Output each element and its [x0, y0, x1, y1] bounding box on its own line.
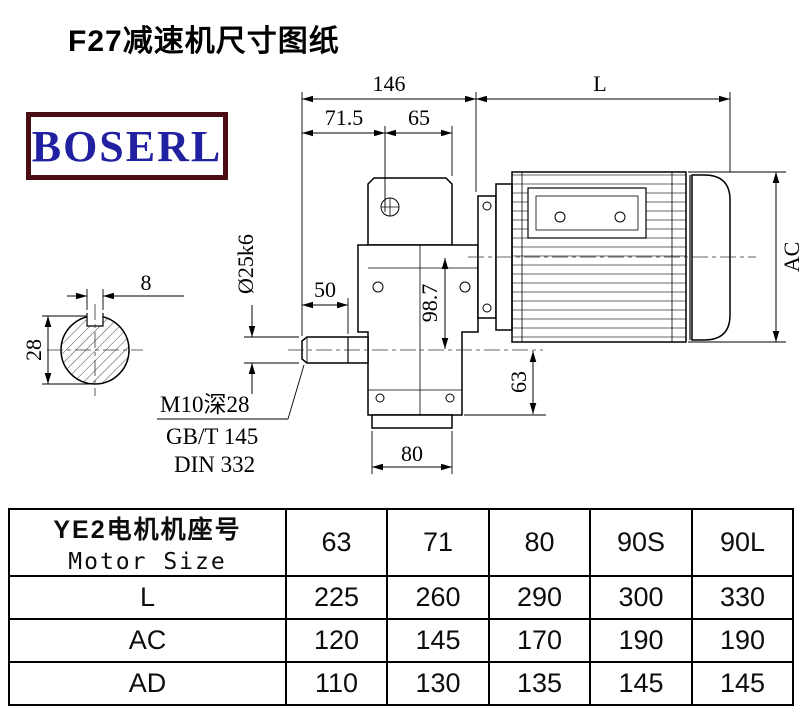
size-column-90S: 90S: [589, 508, 693, 577]
table-cell: 145: [386, 618, 490, 663]
dim-146-label: 146: [373, 71, 406, 96]
table-cell: 145: [691, 661, 794, 706]
dim-80-label: 80: [401, 441, 423, 466]
dim-63-label: 63: [506, 371, 531, 393]
keyway-width-dimension: 8: [67, 270, 184, 310]
table-cell: 110: [285, 661, 388, 706]
table-cell: 120: [285, 618, 388, 663]
flange-bolt: [482, 201, 492, 211]
dim-shaft-diameter-label: Ø25k6: [233, 234, 258, 294]
boserl-logo: BOSERL: [26, 112, 228, 180]
table-cell: 170: [488, 618, 591, 663]
motor-size-header-cell: YE2电机机座号 Motor Size: [8, 508, 287, 577]
logo-text: BOSERL: [31, 121, 223, 171]
table-cell: 330: [691, 575, 794, 620]
shaft-diameter-dimension: Ø25k6: [233, 234, 299, 394]
terminal-bolt: [614, 211, 626, 223]
header-english: Motor Size: [68, 549, 227, 575]
table-cell: 145: [589, 661, 693, 706]
cover-bolt: [445, 393, 455, 403]
note-gbt-145: GB/T 145: [166, 424, 258, 449]
terminal-bolt: [554, 211, 566, 223]
dim-8-label: 8: [141, 270, 152, 295]
table-cell: 300: [589, 575, 693, 620]
gearbox-head: [367, 177, 453, 246]
cover-bolt: [372, 281, 384, 293]
row-label-L: L: [8, 575, 287, 620]
row-label-AD: AD: [8, 661, 287, 706]
page-title: F27减速机尺寸图纸: [68, 25, 340, 58]
bottom-height-dimension: 63: [464, 351, 546, 416]
shaft-height-dimension: 28: [21, 315, 90, 385]
technical-drawing: 8 28 146 L 71.5 65: [21, 71, 800, 477]
fan-cover: [691, 174, 731, 341]
table-cell: 190: [691, 618, 794, 663]
dim-50-label: 50: [314, 277, 336, 302]
size-column-80: 80: [488, 508, 591, 577]
size-column-63: 63: [285, 508, 388, 577]
dim-AC-label: AC: [779, 242, 800, 273]
table-cell: 290: [488, 575, 591, 620]
note-din-332: DIN 332: [174, 452, 255, 477]
gearbox-body: [357, 244, 479, 416]
dim-71_5-label: 71.5: [325, 105, 364, 130]
top-dimension-chain: 146 L 71.5 65: [301, 71, 731, 336]
terminal-box: [527, 187, 647, 239]
dim-28-label: 28: [21, 339, 46, 361]
dim-98_7-label: 98.7: [417, 284, 442, 323]
table-cell: 260: [386, 575, 490, 620]
table-cell: 225: [285, 575, 388, 620]
cover-bolt: [375, 393, 385, 403]
shaft-cross-section: [47, 304, 143, 396]
table-row-AD: AD 110 130 135 145 145: [8, 661, 794, 706]
terminal-box-inner: [535, 195, 639, 231]
motor-diameter-dimension: AC: [688, 171, 800, 343]
center-hole-notes: M10深28 GB/T 145 DIN 332: [157, 364, 305, 477]
table-cell: 190: [589, 618, 693, 663]
cover-bolt: [459, 281, 471, 293]
table-header-row: YE2电机机座号 Motor Size 63 71 80 90S 90L: [8, 508, 794, 577]
size-column-90L: 90L: [691, 508, 794, 577]
table-cell: 135: [488, 661, 591, 706]
gearbox-foot: [371, 414, 453, 429]
foot-width-dimension: 80: [371, 431, 453, 474]
flange-bolt: [482, 303, 492, 313]
row-label-AC: AC: [8, 618, 287, 663]
size-column-71: 71: [386, 508, 490, 577]
table-row-L: L 225 260 290 300 330: [8, 575, 794, 620]
dim-L-label: L: [593, 71, 606, 96]
shaft-length-dimension: 50: [302, 277, 349, 334]
table-row-AC: AC 120 145 170 190 190: [8, 618, 794, 663]
table-cell: 130: [386, 661, 490, 706]
note-m10-depth: M10深28: [160, 392, 249, 417]
motor-dimension-table: YE2电机机座号 Motor Size 63 71 80 90S 90L L 2…: [8, 508, 794, 706]
header-chinese: YE2电机机座号: [53, 516, 242, 544]
dim-65-label: 65: [408, 105, 430, 130]
center-height-dimension: 98.7: [417, 258, 449, 349]
